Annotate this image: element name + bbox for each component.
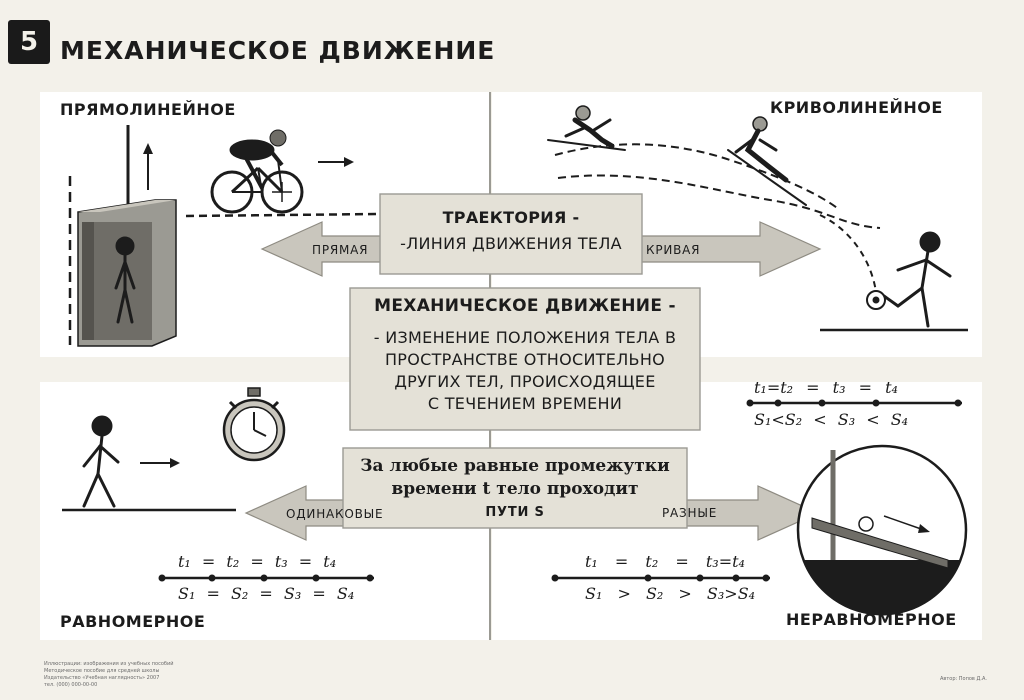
formula-uniform-path: S₁ = S₂ = S₃ = S₄: [178, 584, 355, 603]
paths-line-1: За любые равные промежутки: [360, 456, 670, 476]
standing-person-icon: [114, 236, 136, 324]
definition-line-1: - ИЗМЕНЕНИЕ ПОЛОЖЕНИЯ ТЕЛА В: [373, 328, 677, 347]
formula-nonuniform-path: S₁ > S₂ > S₃>S₄: [585, 584, 756, 603]
label-rectilinear: ПРЯМОЛИНЕЙНОЕ: [60, 100, 236, 119]
elevator-illustration: [68, 125, 177, 347]
definition-heading: МЕХАНИЧЕСКОЕ ДВИЖЕНИЕ -: [374, 296, 676, 316]
definition-line-4: С ТЕЧЕНИЕМ ВРЕМЕНИ: [427, 394, 623, 413]
poster-number-badge: 5: [8, 20, 50, 64]
definition-line-3: ДРУГИХ ТЕЛ, ПРОИСХОДЯЩЕЕ: [394, 372, 656, 391]
footer-author: Автор: Попов Д.А.: [940, 676, 987, 682]
walking-person-icon: [82, 415, 120, 508]
formula-nonuniform-time: t₁ = t₂ = t₃=t₄: [585, 552, 745, 571]
straight-trajectory: [185, 212, 381, 218]
trajectory-definition: -ЛИНИЯ ДВИЖЕНИЯ ТЕЛА: [400, 234, 622, 253]
skier-icon: [547, 105, 807, 206]
poster-title: МЕХАНИЧЕСКОЕ ДВИЖЕНИЕ: [60, 36, 496, 65]
stopwatch-icon: [222, 387, 286, 462]
curvilinear-timeline: [746, 399, 962, 407]
label-nonuniform: НЕРАВНОМЕРНОЕ: [786, 610, 957, 629]
footer-line-1: Иллюстрации: изображения из учебных посо…: [44, 661, 174, 667]
nonuniform-timeline: [551, 574, 770, 582]
uniform-timeline: [158, 574, 374, 582]
paths-line-3: ПУТИ S: [485, 505, 545, 520]
bicycle-icon: [210, 129, 304, 214]
arrow-label-curved: КРИВАЯ: [646, 243, 701, 257]
formula-curvilinear-path: S₁<S₂ < S₃ < S₄: [754, 410, 909, 429]
footer-line-3: Издательство «Учебная наглядность» 2007: [44, 675, 160, 681]
football-player-icon: [882, 231, 952, 328]
footer-line-2: Методическое пособие для средней школы: [44, 668, 160, 674]
footer-line-4: тел. (000) 000-00-00: [44, 682, 98, 688]
label-uniform: РАВНОМЕРНОЕ: [60, 612, 206, 631]
formula-uniform-time: t₁ = t₂ = t₃ = t₄: [178, 552, 337, 571]
definition-box: [349, 287, 701, 431]
arrow-label-different: РАЗНЫЕ: [662, 506, 718, 520]
label-curvilinear: КРИВОЛИНЕЙНОЕ: [770, 98, 943, 117]
incline-ball-icon: [796, 444, 968, 616]
paths-box: [342, 447, 688, 529]
formula-curvilinear-time: t₁=t₂ = t₃ = t₄: [754, 378, 898, 397]
arrow-label-equal: ОДИНАКОВЫЕ: [286, 507, 384, 521]
definition-line-2: ПРОСТРАНСТВЕ ОТНОСИТЕЛЬНО: [384, 350, 666, 369]
trajectory-box: [379, 193, 643, 275]
ball-icon: [866, 290, 886, 310]
arrow-label-straight: ПРЯМАЯ: [312, 243, 369, 257]
paths-line-2: времени t тело проходит: [391, 479, 639, 499]
trajectory-heading: ТРАЕКТОРИЯ -: [442, 208, 580, 227]
